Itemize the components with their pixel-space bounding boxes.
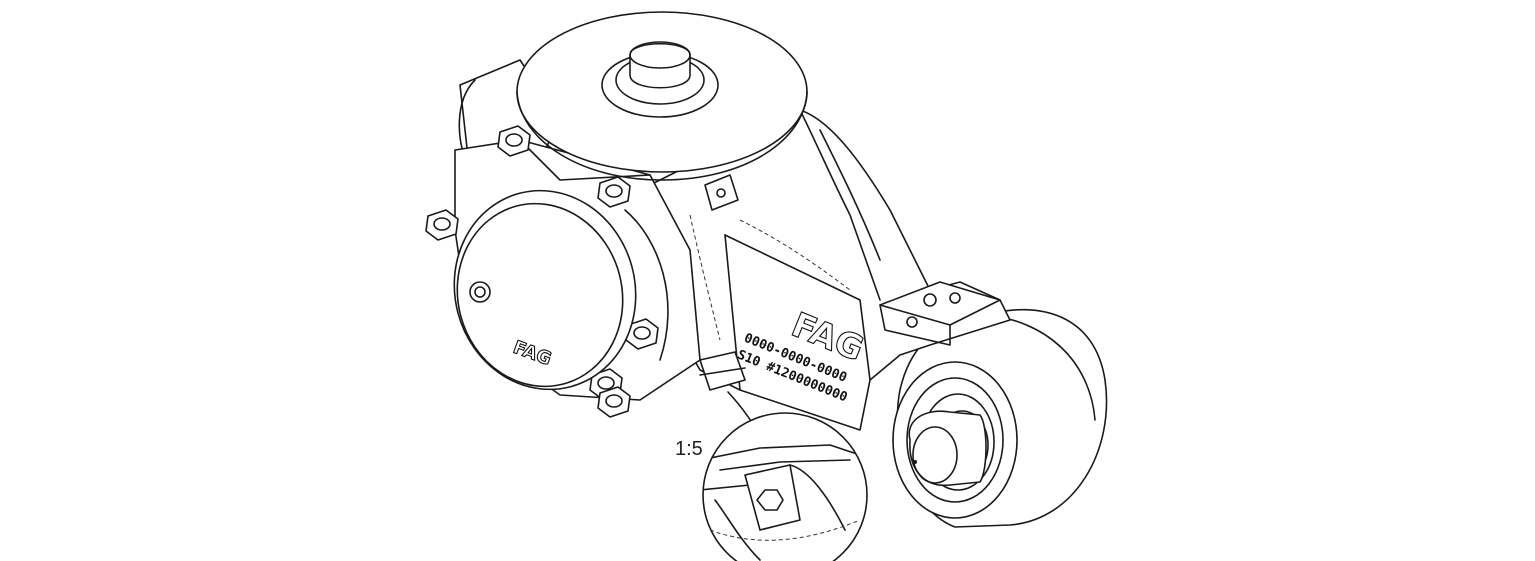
bolts	[425, 125, 659, 418]
bolt-top-left	[497, 125, 531, 157]
bolt-right	[625, 318, 659, 350]
top-disc-cover	[516, 11, 808, 181]
bolt-left	[425, 209, 459, 241]
bolt-top-right	[597, 176, 631, 208]
front-cover	[453, 189, 669, 391]
bolt-bottom-2	[597, 386, 631, 418]
detail-view: 1:5	[675, 412, 868, 561]
detail-scale-label: 1:5	[675, 438, 703, 460]
swing-arm-body	[639, 109, 1011, 431]
lower-bracket	[699, 351, 746, 391]
roller-wheel	[892, 308, 1108, 528]
